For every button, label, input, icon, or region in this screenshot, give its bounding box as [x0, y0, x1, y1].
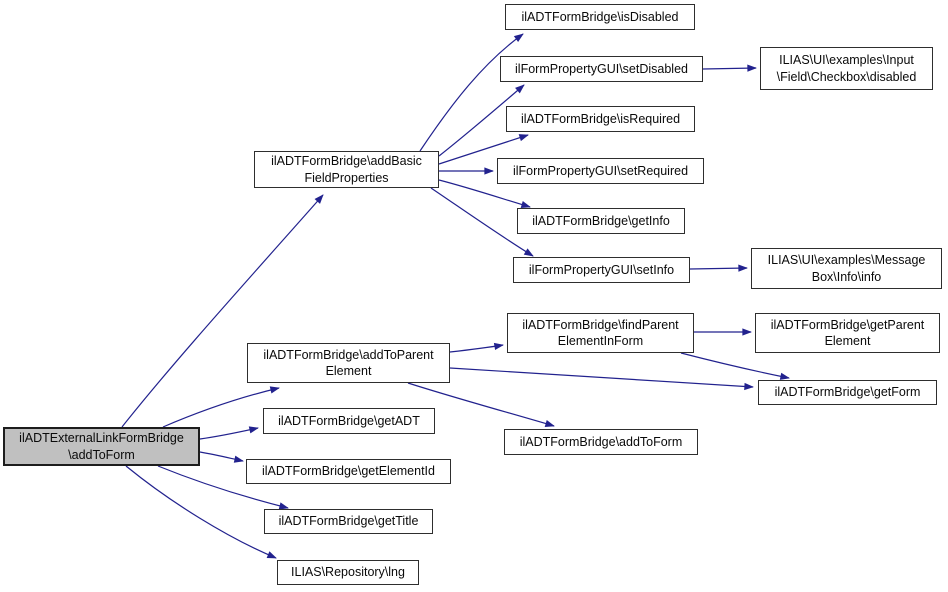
edge-findparent-to-getform [680, 352, 790, 380]
node-label-line: ElementInForm [557, 334, 644, 348]
node-iladtformbridge-getform[interactable]: ilADTFormBridge\getForm [758, 380, 937, 405]
node-ilformpropertygui-setinfo[interactable]: ilFormPropertyGUI\setInfo [513, 257, 690, 283]
node-label-line: \Field\Checkbox\disabled [776, 69, 917, 84]
edge-main-to-getelementid [199, 451, 244, 463]
edge-addbasic-to-isdisabled [419, 33, 524, 152]
edge-main-to-gettitle [157, 465, 289, 510]
edge-addbasic-to-isrequired [438, 134, 529, 165]
node-iladtformbridge-findparentelementinform[interactable]: ilADTFormBridge\findParent ElementInForm [507, 313, 694, 353]
node-label-line: ilADTFormBridge\findParent [522, 317, 679, 332]
node-label-line: ilADTFormBridge\getForm [774, 385, 921, 400]
node-label-line: ilFormPropertyGUI\setDisabled [515, 61, 688, 76]
node-label-line: ilADTFormBridge\getParent [770, 317, 925, 332]
edge-addbasic-to-setdisabled [438, 84, 525, 157]
node-label-line: ilFormPropertyGUI\setInfo [528, 262, 675, 277]
node-label-line: ilADTFormBridge\getADT [278, 413, 420, 428]
edge-addbasic-to-getinfo [438, 179, 531, 209]
node-iladtformbridge-isrequired[interactable]: ilADTFormBridge\isRequired [506, 106, 695, 132]
edge-main-to-lng [125, 465, 277, 559]
node-label-line: \addToForm [68, 447, 135, 462]
node-label-line: Element [325, 364, 372, 378]
node-ilias-ui-examples-input-field-checkbox-disabled[interactable]: ILIAS\UI\examples\Input \Field\Checkbox\… [760, 47, 933, 90]
node-label-line: ILIAS\UI\examples\Input [779, 53, 914, 67]
edge-addbasic-to-setinfo [430, 187, 534, 257]
node-iladtformbridge-addtoparentelement[interactable]: ilADTFormBridge\addToParent Element [247, 343, 450, 383]
node-iladtformbridge-getinfo[interactable]: ilADTFormBridge\getInfo [517, 208, 685, 234]
edge-setinfo-to-msginfo [689, 264, 748, 272]
node-label-line: ilADTFormBridge\getInfo [532, 213, 670, 228]
node-iladtformbridge-isdisabled[interactable]: ilADTFormBridge\isDisabled [505, 4, 695, 30]
node-label-line: Element [824, 334, 871, 348]
node-label-line: ilFormPropertyGUI\setRequired [512, 163, 689, 178]
node-ilformpropertygui-setrequired[interactable]: ilFormPropertyGUI\setRequired [497, 158, 704, 184]
node-label-line: ilADTFormBridge\getTitle [278, 514, 419, 529]
edge-addtoparent-to-getform [449, 367, 754, 391]
node-label-line: ILIAS\UI\examples\Message [767, 253, 926, 267]
node-iladtformbridge-getadt[interactable]: ilADTFormBridge\getADT [263, 408, 435, 434]
node-label-line: ilADTFormBridge\getElementId [262, 464, 435, 479]
edge-addtoparent-to-findparent [449, 342, 504, 353]
node-label-line: ilADTFormBridge\isRequired [520, 111, 681, 126]
node-label-line: ilADTFormBridge\addToForm [519, 434, 683, 449]
edge-main-to-getadt [199, 426, 259, 440]
node-iladtformbridge-addbasicfieldproperties[interactable]: ilADTFormBridge\addBasic FieldProperties [254, 151, 439, 188]
node-label-line: FieldProperties [304, 170, 389, 185]
node-iladtformbridge-getparentelement[interactable]: ilADTFormBridge\getParent Element [755, 313, 940, 353]
node-iladtformbridge-gettitle[interactable]: ilADTFormBridge\getTitle [264, 509, 433, 534]
node-iladtformbridge-addtoform[interactable]: ilADTFormBridge\addToForm [504, 429, 698, 455]
node-ilias-repository-lng[interactable]: ILIAS\Repository\lng [277, 560, 419, 585]
node-label-line: ilADTFormBridge\addBasic [271, 154, 422, 168]
node-ilias-ui-examples-messagebox-info-info[interactable]: ILIAS\UI\examples\Message Box\Info\info [751, 248, 942, 289]
node-label-line: ILIAS\Repository\lng [291, 565, 405, 580]
edge-main-to-addbasic [121, 194, 324, 428]
edge-addtoparent-to-addtoform [407, 382, 555, 428]
node-label-line: ilADTFormBridge\isDisabled [521, 9, 679, 24]
node-label-line: ilADTExternalLinkFormBridge [19, 431, 184, 445]
edge-main-to-addtoparent [162, 386, 280, 428]
node-iladtformbridge-getelementid[interactable]: ilADTFormBridge\getElementId [246, 459, 451, 484]
node-label-line: Box\Info\info [811, 269, 882, 284]
node-iladtexternallinkformbridge-addtoform: ilADTExternalLinkFormBridge \addToForm [3, 427, 200, 466]
node-label-line: ilADTFormBridge\addToParent [263, 347, 434, 362]
edge-setdisabled-to-checkboxdisabled [702, 64, 757, 72]
node-ilformpropertygui-setdisabled[interactable]: ilFormPropertyGUI\setDisabled [500, 56, 703, 82]
